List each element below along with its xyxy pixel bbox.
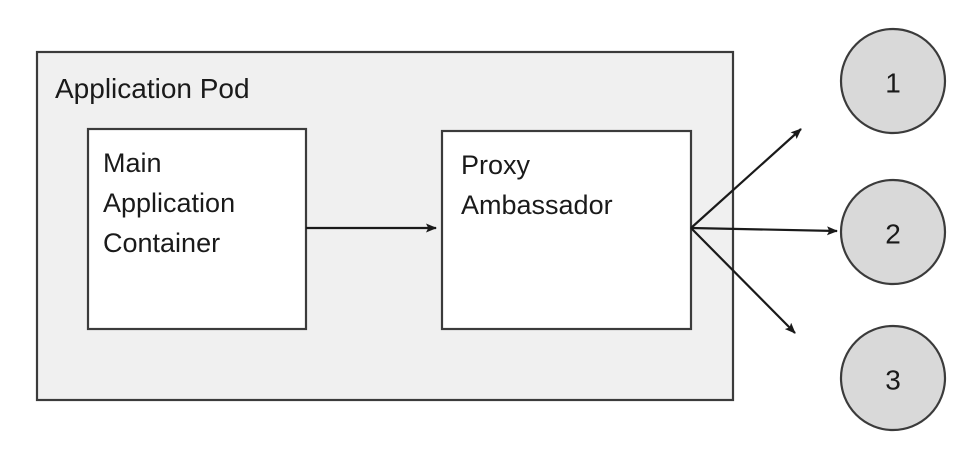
main-application-container-label: Main Application Container	[103, 148, 243, 258]
application-pod-label: Application Pod	[55, 73, 250, 104]
connector-proxy-to-service-1	[690, 128, 802, 229]
service-circle-3-label: 3	[885, 365, 901, 396]
service-circle-1-shape	[839, 27, 947, 135]
service-circle-1[interactable]: 1	[839, 27, 947, 135]
main-application-container-rect	[86, 127, 308, 331]
service-circle-2-shape	[839, 178, 947, 286]
proxy-ambassador-container[interactable]: Proxy Ambassador	[440, 129, 693, 331]
service-circle-3-shape	[839, 324, 947, 432]
main-app-line-2: Application	[103, 188, 235, 218]
main-app-line-3: Container	[103, 228, 220, 258]
connector-proxy-to-service-2	[690, 226, 838, 236]
service-circle-2-label: 2	[885, 219, 901, 250]
proxy-line-2: Ambassador	[461, 190, 613, 220]
proxy-line-1: Proxy	[461, 150, 531, 180]
service-circle-3[interactable]: 3	[839, 324, 947, 432]
proxy-ambassador-label: Proxy Ambassador	[461, 150, 613, 220]
main-application-container[interactable]: Main Application Container	[86, 127, 308, 331]
proxy-ambassador-rect	[440, 129, 693, 331]
service-circle-2[interactable]: 2	[839, 178, 947, 286]
main-app-line-1: Main	[103, 148, 162, 178]
connector-proxy-to-service-3	[690, 227, 796, 334]
service-circle-1-label: 1	[885, 68, 901, 99]
